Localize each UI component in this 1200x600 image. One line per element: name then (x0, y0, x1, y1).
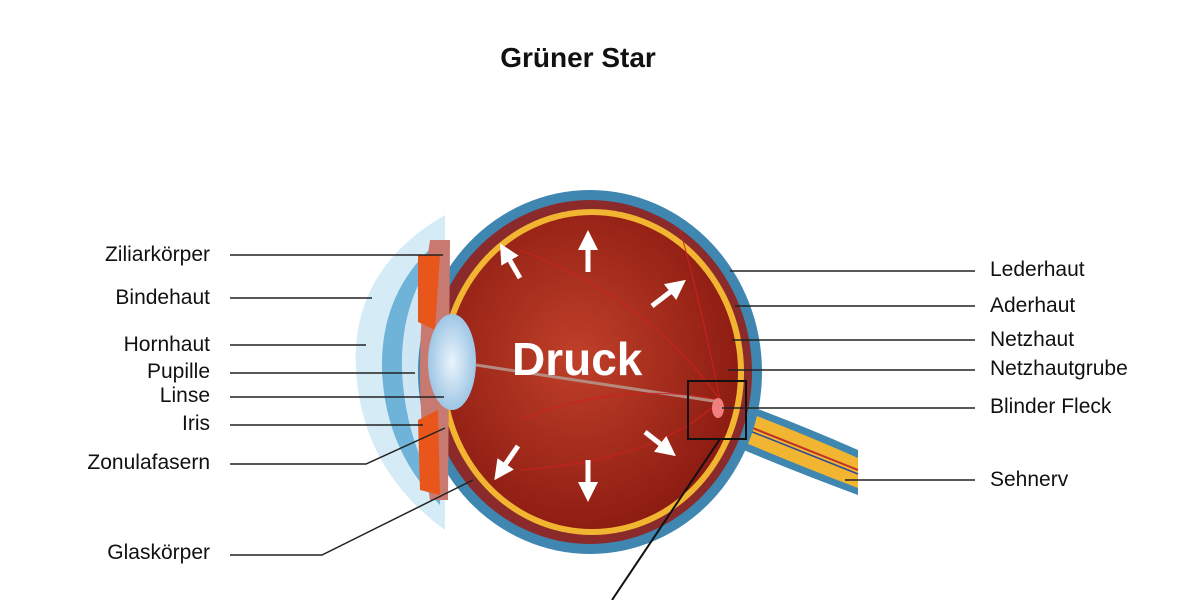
label-aderhaut: Aderhaut (990, 294, 1076, 317)
detail-box (687, 380, 747, 440)
label-lederhaut: Lederhaut (990, 258, 1085, 281)
label-bindehaut: Bindehaut (115, 286, 210, 309)
label-sehnerv: Sehnerv (990, 468, 1069, 491)
label-glaskoerper: Glaskörper (107, 541, 210, 564)
lens (428, 314, 476, 410)
blind-spot (712, 398, 724, 418)
label-hornhaut: Hornhaut (123, 333, 210, 356)
pressure-label: Druck (512, 333, 643, 385)
diagram-title: Grüner Star (500, 42, 656, 73)
label-ziliarkoerper: Ziliarkörper (104, 243, 210, 266)
label-netzhaut: Netzhaut (990, 328, 1075, 351)
label-linse: Linse (159, 384, 210, 407)
label-zonulafasern: Zonulafasern (87, 451, 210, 474)
label-iris: Iris (182, 412, 210, 435)
pressure-arrows (494, 230, 686, 502)
leader-lines (230, 254, 975, 556)
label-netzhautgrube: Netzhautgrube (990, 357, 1128, 380)
label-pupille: Pupille (146, 360, 210, 383)
label-blinder-fleck: Blinder Fleck (990, 395, 1112, 418)
